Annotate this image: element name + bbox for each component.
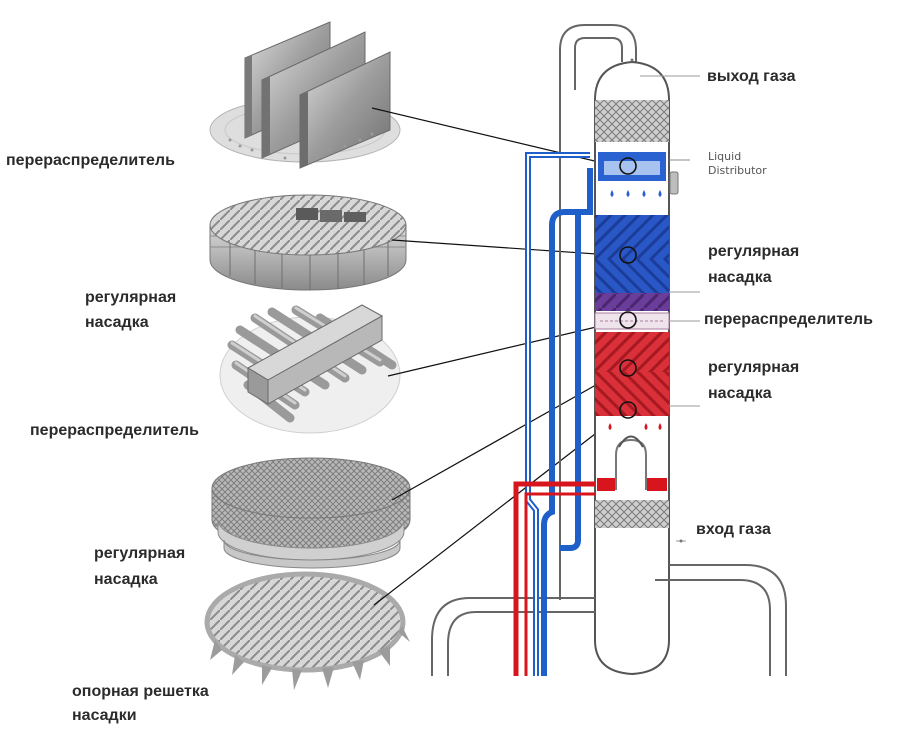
label-redistributor-mid: перераспределитель [30,422,199,439]
lower-packing-bed-bottom [595,372,669,416]
mesh-packing-image [211,457,411,569]
bottom-bed [595,500,669,528]
lower-packing-bed-top [595,332,669,372]
label-upper-packing-line2: насадка [708,269,772,286]
label-packing-1-line2: насадка [85,314,149,331]
label-packing-2-line1: регулярная [94,545,186,562]
label-support-line2: насадки [72,707,137,724]
label-upper-packing-line1: регулярная [708,243,800,260]
label-redistributor-right: перераспределитель [704,311,873,328]
label-redistributor-top: перераспределитель [6,152,175,169]
label-gas-inlet: вход газа [696,521,771,538]
label-liquid-line2: Distributor [708,164,767,177]
trough-redistributor-image [209,21,401,169]
target-support [619,401,637,419]
target-lower-packing [619,359,637,377]
label-packing-2-line2: насадка [94,571,158,588]
structured-packing-disc-image [209,194,407,291]
label-lower-packing-line1: регулярная [708,359,800,376]
target-upper-packing [619,246,637,264]
purple-transition-bed [595,293,669,311]
target-distributor [619,157,637,175]
label-packing-1-line1: регулярная [85,289,177,306]
pipe-redistributor-image [219,304,401,434]
upper-packing-bed-top [595,215,669,259]
label-support-line1: опорная решетка [72,683,209,700]
liquid-distributor [598,152,690,197]
label-liquid-line1: Liquid [708,150,742,163]
column-schematic [431,24,787,676]
target-redistributor [619,311,637,329]
demister-pad [595,100,669,142]
support-grid-image [204,571,410,690]
label-gas-outlet: выход газа [707,68,796,85]
label-lower-packing-line2: насадка [708,385,772,402]
upper-packing-bed-bottom [595,259,669,293]
